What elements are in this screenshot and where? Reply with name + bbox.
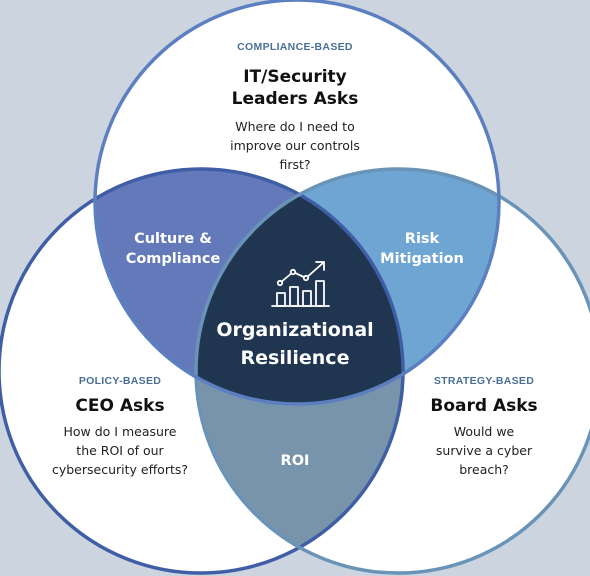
right-question-line1: Would we xyxy=(453,424,515,439)
left-title: CEO Asks xyxy=(75,396,165,416)
top-question-line2: improve our controls xyxy=(230,138,360,153)
top-question-line1: Where do I need to xyxy=(235,119,355,134)
right-question-line2: survive a cyber xyxy=(435,443,533,458)
left-category-label: POLICY-BASED xyxy=(78,375,162,387)
left-question-line3: cybersecurity efforts? xyxy=(51,462,189,477)
organizational-resilience-region xyxy=(196,169,403,404)
center-title-line1: Organizational xyxy=(216,319,374,341)
risk-mitigation-line1: Risk xyxy=(404,231,440,247)
right-title: Board Asks xyxy=(430,396,538,416)
center-title-line2: Resilience xyxy=(240,347,350,369)
right-circle-outline xyxy=(194,167,590,575)
right-category-label: STRATEGY-BASED xyxy=(433,375,535,387)
top-title-line1: IT/Security xyxy=(243,67,347,87)
culture-compliance-line2: Compliance xyxy=(125,251,221,267)
roi-label: ROI xyxy=(280,453,310,469)
risk-mitigation-line2: Mitigation xyxy=(380,251,464,267)
left-question-line1: How do I measure xyxy=(63,424,177,439)
bar-chart-trend-icon xyxy=(271,261,330,307)
right-question-line3: breach? xyxy=(459,462,509,477)
top-category-label: COMPLIANCE-BASED xyxy=(237,41,353,53)
top-title-line2: Leaders Asks xyxy=(231,89,359,109)
left-circle-outline xyxy=(0,167,405,575)
top-circle-outline xyxy=(93,0,501,406)
left-question-line2: the ROI of our xyxy=(76,443,164,458)
culture-compliance-line1: Culture & xyxy=(134,231,212,247)
top-question-line3: first? xyxy=(279,157,311,172)
